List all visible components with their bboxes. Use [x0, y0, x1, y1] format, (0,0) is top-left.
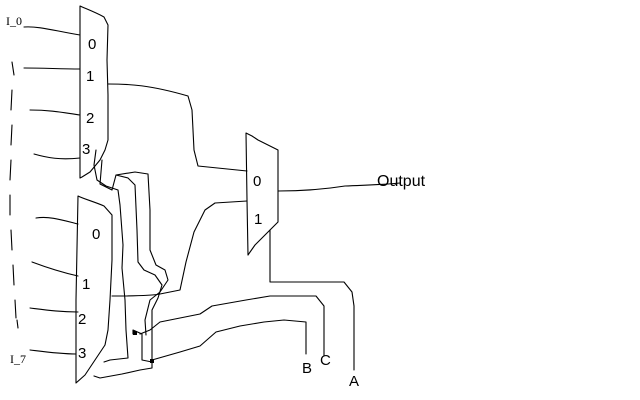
output-label: Output — [377, 173, 426, 190]
select-label-a: A — [349, 373, 359, 390]
mux-out-port-0: 0 — [253, 173, 261, 190]
mux-bottom-port-2: 2 — [78, 311, 86, 328]
mux-bottom-port-3: 3 — [78, 345, 86, 362]
mux-out — [245, 132, 279, 256]
select-wire-a — [269, 229, 355, 371]
mux-bottom-port-0: 0 — [92, 226, 100, 243]
select-label-b: B — [302, 360, 312, 377]
mux-top-port-0: 0 — [88, 36, 96, 53]
output-wire — [277, 182, 401, 192]
select-route-1 — [93, 149, 129, 363]
mux-bottom — [75, 195, 113, 384]
wire-top-to-out0 — [107, 83, 248, 172]
select-wire-b — [151, 319, 307, 361]
input-wire — [29, 109, 81, 116]
input-label-last: I_7 — [10, 352, 26, 366]
input-wire — [31, 261, 79, 277]
select-route-3 — [93, 174, 163, 379]
select-route-2 — [99, 159, 169, 336]
mux-top — [79, 5, 109, 179]
mux-top-port-1: 1 — [86, 68, 94, 85]
wire-bottom-to-out1 — [111, 200, 248, 297]
mux-top-port-2: 2 — [86, 110, 94, 127]
mux-out-port-1: 1 — [254, 211, 262, 228]
junction-dot — [133, 331, 137, 335]
select-wire-c — [139, 295, 325, 357]
input-bus-line — [9, 61, 19, 329]
junction-dot — [150, 359, 154, 363]
select-label-c: C — [320, 352, 331, 369]
input-wire — [23, 67, 81, 70]
input-wire — [29, 349, 77, 355]
mux-bottom-port-1: 1 — [82, 276, 90, 293]
mux-top-port-3: 3 — [82, 141, 90, 158]
input-wire — [29, 307, 79, 313]
input-label-first: I_0 — [6, 14, 22, 28]
input-wire — [23, 26, 81, 36]
input-wire — [33, 153, 81, 160]
input-wire — [35, 216, 79, 225]
